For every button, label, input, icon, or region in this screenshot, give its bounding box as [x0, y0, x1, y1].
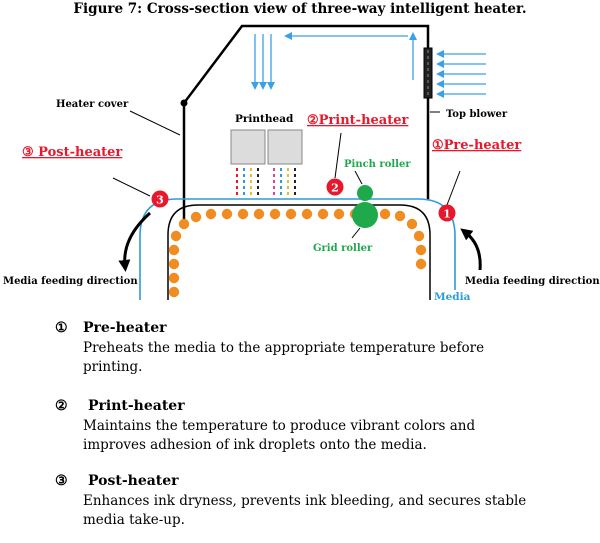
badge-pre-heater: 1 [438, 204, 456, 222]
description-number: ③ [55, 473, 68, 489]
description-name: Print-heater [88, 398, 185, 414]
description-text: Maintains the temperature to produce vib… [83, 418, 476, 453]
description-number: ② [55, 398, 68, 414]
post-heater-label: ③ Post-heater [22, 145, 122, 160]
top-blower [423, 47, 433, 99]
heater-cover-frame [180, 24, 430, 225]
feed-direction-left-label: Media feeding direction [3, 276, 138, 287]
pinch-roller [357, 185, 373, 201]
feed-direction-right-label: Media feeding direction [465, 276, 600, 287]
badge-print-heater: 2 [326, 178, 344, 196]
heater-diagram: 3 2 1 Heater cover Top blower Printhead … [3, 24, 600, 303]
description-name: Pre-heater [83, 320, 167, 336]
ink-droplets [236, 168, 296, 195]
feed-arrow-left [118, 211, 151, 272]
grid-roller-label: Grid roller [313, 243, 373, 254]
description-number: ① [55, 320, 68, 336]
feed-arrow-right [460, 228, 482, 271]
svg-text:1: 1 [443, 208, 451, 221]
svg-text:3: 3 [156, 194, 164, 207]
printhead-label: Printhead [235, 113, 294, 125]
heater-elements [168, 208, 427, 298]
media-label: Media [434, 291, 471, 303]
printhead [230, 129, 303, 165]
leader-lines [112, 110, 461, 239]
media-path [139, 198, 456, 300]
description-name: Post-heater [88, 473, 179, 489]
pinch-roller-label: Pinch roller [344, 159, 411, 170]
badge-post-heater: 3 [151, 190, 169, 208]
svg-text:2: 2 [331, 182, 339, 195]
heater-cover-label: Heater cover [56, 99, 129, 110]
platen [167, 204, 431, 300]
print-heater-label: ②Print-heater [307, 113, 408, 128]
grid-roller [352, 202, 378, 228]
top-blower-label: Top blower [446, 109, 508, 120]
description-text: Preheats the media to the appropriate te… [83, 340, 485, 375]
pre-heater-label: ①Pre-heater [432, 138, 521, 153]
figure-title: Figure 7: Cross-section view of three-wa… [73, 1, 527, 17]
description-text: Enhances ink dryness, prevents ink bleed… [83, 493, 527, 528]
air-flow-arrows [251, 32, 486, 98]
